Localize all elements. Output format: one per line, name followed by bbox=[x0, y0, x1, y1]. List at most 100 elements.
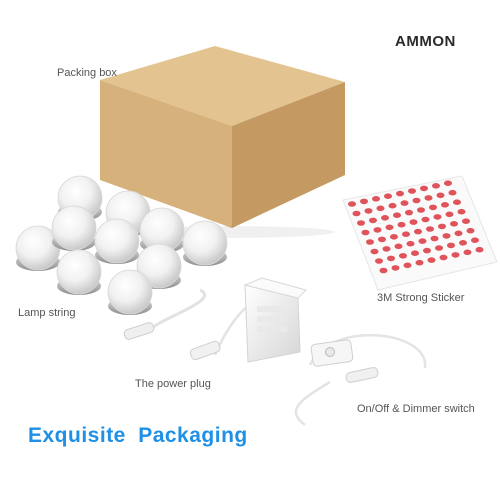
lamp-string-cable bbox=[148, 288, 206, 332]
sticker-pad bbox=[412, 197, 421, 204]
box-front-face bbox=[100, 80, 232, 228]
sticker-pad bbox=[448, 189, 457, 196]
sticker-pad bbox=[409, 219, 418, 225]
sticker-pad bbox=[462, 218, 470, 224]
sticker-pad bbox=[399, 253, 407, 259]
sticker-pad bbox=[417, 207, 425, 213]
label-power-plug: The power plug bbox=[135, 378, 211, 390]
brand-logo: AMMON bbox=[395, 33, 456, 50]
sticker-pad bbox=[418, 238, 427, 244]
sticker-pad bbox=[378, 236, 386, 243]
sticker-pad bbox=[457, 208, 466, 215]
sticker-pad bbox=[427, 257, 436, 263]
sticker-pad bbox=[444, 180, 452, 186]
sticker-pad bbox=[390, 234, 398, 240]
sticker-pad bbox=[373, 227, 382, 233]
sticker-pad bbox=[376, 205, 385, 212]
sticker-pad bbox=[370, 248, 379, 255]
lamp-bulb bbox=[56, 249, 102, 295]
sticker-pad bbox=[381, 215, 389, 221]
sticker-pad bbox=[387, 255, 395, 262]
power-plug bbox=[189, 277, 307, 363]
sticker-pad bbox=[459, 240, 467, 246]
sticker-pad bbox=[445, 211, 454, 218]
sticker-pad bbox=[379, 267, 388, 274]
sticker-sheet bbox=[342, 175, 498, 291]
sticker-pad bbox=[429, 204, 437, 211]
sticker-pad bbox=[400, 200, 409, 206]
sticker-pad bbox=[369, 217, 377, 224]
sticker-pad bbox=[414, 228, 422, 235]
sticker-pad bbox=[451, 252, 460, 258]
sticker-pad bbox=[420, 185, 428, 192]
lamp-bulb bbox=[107, 269, 153, 315]
sticker-pad bbox=[453, 199, 461, 205]
label-packing-box: Packing box bbox=[57, 67, 117, 79]
sticker-pad bbox=[384, 193, 392, 199]
sticker-pad bbox=[391, 265, 400, 271]
sticker-pad bbox=[402, 231, 410, 237]
sticker-pad bbox=[348, 201, 356, 207]
sticker-pad bbox=[436, 192, 445, 199]
sticker-pad bbox=[466, 227, 475, 234]
sticker-pad bbox=[447, 242, 455, 249]
lamp-bulb bbox=[94, 218, 140, 264]
lamp-bulb bbox=[15, 225, 61, 271]
sticker-pad bbox=[396, 190, 404, 197]
power-plug-connector bbox=[189, 340, 221, 361]
switch-button-icon bbox=[325, 347, 335, 357]
sticker-pad bbox=[439, 254, 448, 261]
sticker-pad bbox=[424, 195, 433, 201]
sticker-pad bbox=[375, 258, 383, 264]
sticker-pad bbox=[385, 224, 394, 231]
label-switch: On/Off & Dimmer switch bbox=[357, 403, 475, 415]
sticker-pad bbox=[415, 259, 424, 266]
sticker-pad bbox=[454, 230, 463, 237]
headline: Exquisite Packaging bbox=[28, 424, 248, 447]
sticker-pad bbox=[366, 239, 374, 245]
sticker-pad bbox=[397, 221, 406, 228]
label-lamp-string: Lamp string bbox=[18, 307, 76, 319]
sticker-pad bbox=[394, 243, 403, 250]
sticker-pad bbox=[475, 246, 484, 253]
sticker-pad bbox=[372, 196, 380, 202]
sticker-pad bbox=[408, 188, 416, 194]
sticker-pad bbox=[426, 226, 434, 232]
lamp-bulb bbox=[182, 220, 228, 266]
sticker-pad bbox=[361, 229, 370, 236]
switch-cable-tail bbox=[294, 380, 331, 426]
sticker-pad bbox=[364, 208, 373, 214]
sticker-pads bbox=[348, 180, 484, 274]
sticker-pad bbox=[411, 250, 419, 256]
sticker-pad bbox=[382, 246, 391, 252]
sticker-pad bbox=[421, 216, 430, 223]
sticker-pad bbox=[403, 262, 412, 269]
lamp-bulb bbox=[51, 205, 97, 251]
sticker-pad bbox=[438, 223, 446, 230]
label-sticker: 3M Strong Sticker bbox=[377, 292, 465, 304]
sticker-pad bbox=[430, 235, 439, 242]
box-top-face bbox=[100, 46, 345, 126]
sticker-pad bbox=[450, 221, 458, 227]
sticker-pad bbox=[352, 210, 361, 217]
sticker-pad bbox=[442, 233, 451, 239]
sticker-pad bbox=[360, 198, 368, 205]
lamp-bulbs bbox=[15, 175, 228, 315]
sticker-pad bbox=[405, 209, 413, 216]
box-side-face bbox=[232, 82, 345, 228]
sticker-pad bbox=[471, 237, 479, 243]
sticker-pad bbox=[406, 240, 415, 247]
sticker-pad bbox=[388, 202, 397, 209]
lamp-string-connector bbox=[123, 322, 155, 340]
switch-connector bbox=[345, 367, 379, 383]
sticker-pad bbox=[393, 212, 401, 218]
dimmer-switch bbox=[294, 334, 427, 426]
sticker-pad bbox=[441, 202, 449, 208]
sticker-pad bbox=[433, 214, 442, 220]
sticker-pad bbox=[423, 247, 431, 254]
sticker-pad bbox=[432, 183, 440, 189]
sticker-pad bbox=[435, 245, 443, 251]
sticker-pad bbox=[357, 220, 365, 226]
